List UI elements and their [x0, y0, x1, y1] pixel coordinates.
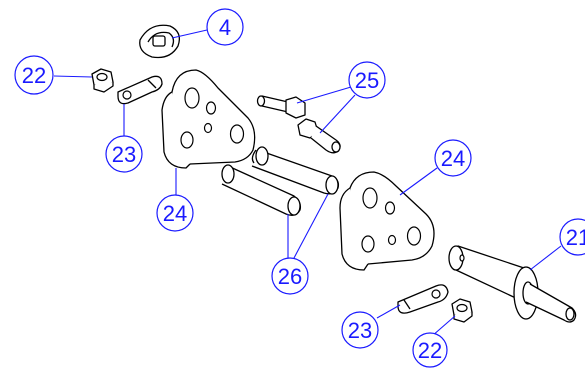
callout-balloon-24-right: 24: [434, 139, 472, 177]
triangular-plate-part-24-left: [161, 69, 256, 169]
callout-label-4: 4: [219, 15, 231, 40]
callout-label-24-left: 24: [163, 201, 187, 226]
bolt-part-25-upper: [256, 95, 306, 119]
leader-4: [171, 29, 208, 39]
hex-nut-part-22-bottom: [451, 298, 473, 323]
callout-label-22-bottom: 22: [418, 338, 442, 363]
clip-pin-part-4: [139, 24, 181, 59]
pin-part-26-lower: [221, 164, 302, 216]
callout-balloon-22-top: 22: [14, 55, 54, 95]
callout-label-22-top: 22: [22, 63, 46, 88]
callout-balloon-25: 25: [348, 61, 386, 99]
callout-balloon-23-bottom: 23: [341, 311, 379, 349]
hex-nut-part-22-top: [91, 68, 114, 93]
shaft-part-21: [448, 245, 577, 323]
bolt-part-25-lower: [297, 118, 341, 154]
leader-22-bottom: [431, 315, 456, 337]
callout-label-25: 25: [355, 68, 379, 93]
callout-label-23-bottom: 23: [348, 318, 372, 343]
callout-balloon-4: 4: [206, 8, 244, 46]
callout-balloon-24-left: 24: [156, 194, 194, 232]
leader-22-top: [53, 75, 93, 78]
pin-part-26-upper: [251, 146, 340, 195]
callout-label-26: 26: [278, 264, 302, 289]
callout-balloon-23-top: 23: [105, 135, 143, 173]
washer-plate-part-23-top: [117, 75, 163, 105]
leader-25-a: [296, 86, 352, 104]
callout-balloon-22-bottom: 22: [412, 332, 448, 368]
leader-24-right: [399, 167, 438, 196]
callout-balloon-26: 26: [271, 257, 309, 295]
leader-21: [529, 245, 562, 271]
callout-balloon-21: 21: [559, 218, 585, 256]
callout-label-24-right: 24: [441, 146, 465, 171]
washer-plate-part-23-bottom: [397, 284, 449, 314]
leader-25-b: [319, 94, 356, 134]
leader-23-bottom: [376, 304, 401, 319]
callout-label-23-top: 23: [112, 142, 136, 167]
callout-label-21: 21: [566, 225, 585, 250]
leader-lines: [53, 29, 562, 337]
triangular-plate-part-24-right: [339, 171, 435, 271]
leader-26-b: [293, 193, 329, 259]
